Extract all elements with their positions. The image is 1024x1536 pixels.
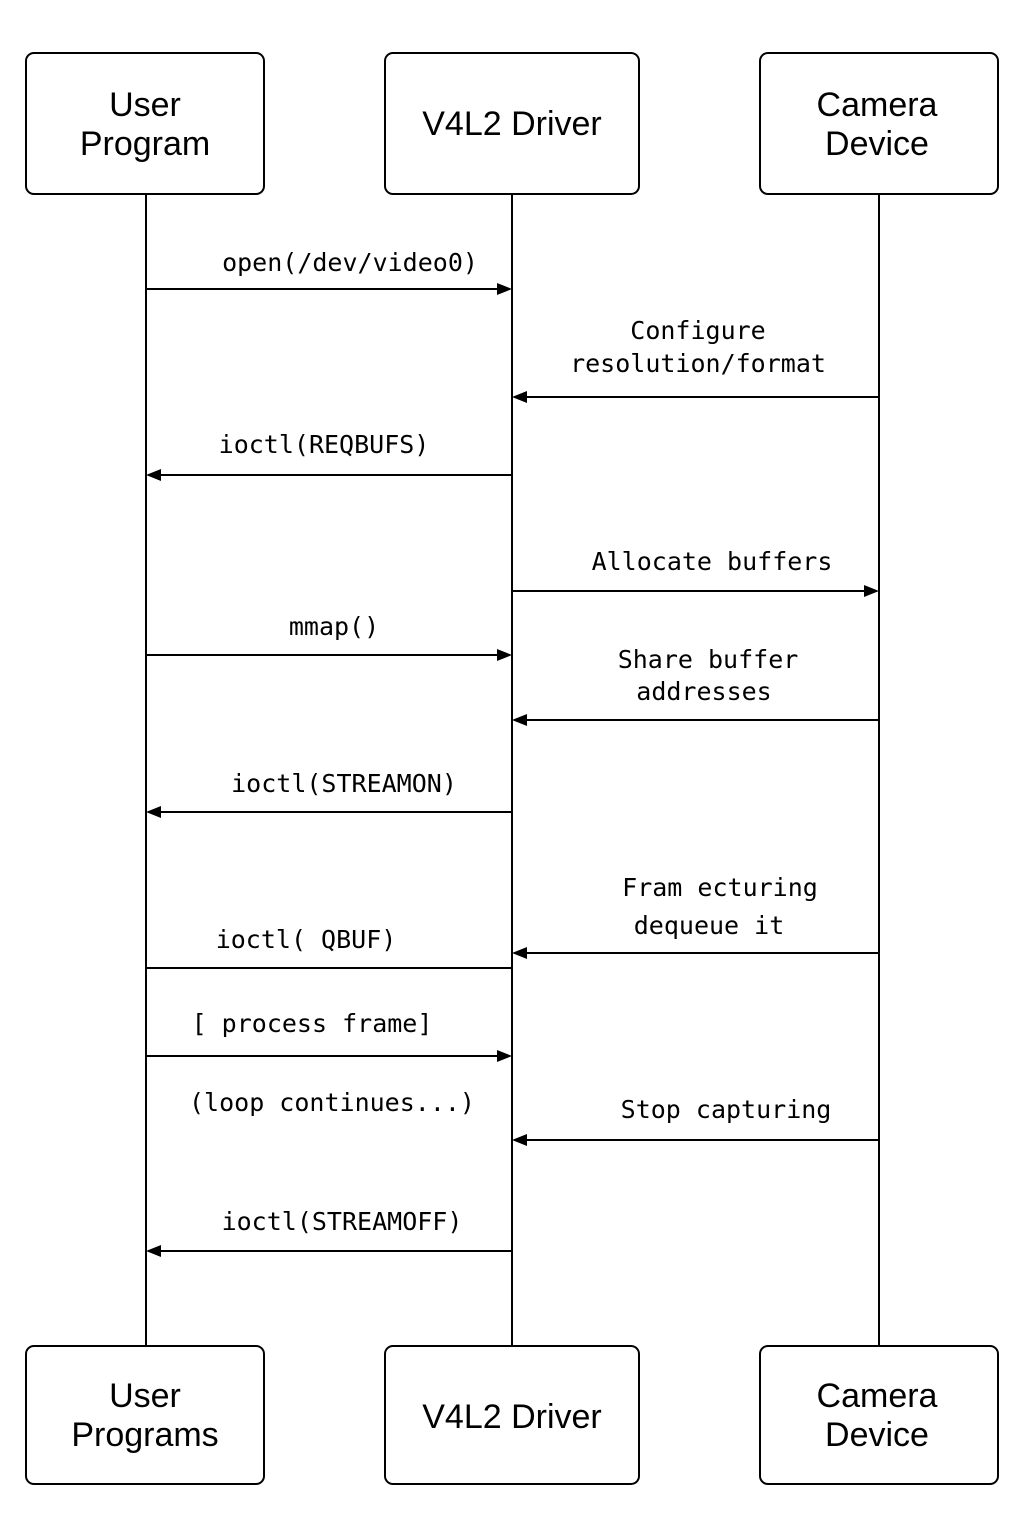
arrowhead-left xyxy=(512,714,527,726)
arrowhead-left xyxy=(146,806,161,818)
participant-v4l2-driver-bottom: V4L2 Driver xyxy=(384,1345,640,1485)
message-label: open(/dev/video0) xyxy=(222,248,478,277)
message-label: [ process frame] xyxy=(192,1009,433,1038)
participant-label: Camera xyxy=(817,1377,938,1415)
message-label: addresses xyxy=(636,677,771,706)
arrowhead-right xyxy=(497,283,512,295)
message-label: ioctl( QBUF) xyxy=(216,925,397,954)
arrowhead-right xyxy=(864,585,879,597)
participant-camera-device-bottom: Camera Device xyxy=(759,1345,999,1485)
message-label: mmap() xyxy=(289,612,379,641)
message-open: open(/dev/video0) xyxy=(146,248,512,295)
arrowhead-left xyxy=(146,469,161,481)
message-label: resolution/format xyxy=(570,349,826,378)
message-streamon: ioctl(STREAMON) xyxy=(146,769,512,818)
arrowhead-right xyxy=(497,649,512,661)
participant-v4l2-driver-top: V4L2 Driver xyxy=(384,52,640,195)
participant-label: Device xyxy=(825,125,929,163)
participant-label: Programs xyxy=(71,1416,218,1454)
message-allocate: Allocate buffers xyxy=(512,547,879,597)
message-label: Configure xyxy=(630,316,765,345)
message-mmap: mmap() xyxy=(146,612,512,661)
message-label: ioctl(STREAMON) xyxy=(231,769,457,798)
arrowhead-left xyxy=(512,947,527,959)
arrowhead-left xyxy=(146,1245,161,1257)
participant-label: V4L2 Driver xyxy=(422,105,602,143)
message-label: Share buffer xyxy=(618,645,799,674)
participant-label: V4L2 Driver xyxy=(422,1398,602,1436)
message-stop: Stop capturing xyxy=(512,1095,879,1146)
participant-label: Device xyxy=(825,1416,929,1454)
arrowhead-left xyxy=(512,1134,527,1146)
message-label: Fram ecturing xyxy=(622,873,818,902)
message-frame: Fram ecturing dequeue it xyxy=(512,873,879,959)
participant-camera-device-top: Camera Device xyxy=(759,52,999,195)
participant-label: Program xyxy=(80,125,210,163)
arrowhead-left xyxy=(512,391,527,403)
loop-note: (loop continues...) xyxy=(189,1088,475,1117)
message-label: ioctl(STREAMOFF) xyxy=(222,1207,463,1236)
message-label: Allocate buffers xyxy=(592,547,833,576)
participant-label: Camera xyxy=(817,86,938,124)
message-share: Share buffer addresses xyxy=(512,645,879,726)
message-label: Stop capturing xyxy=(621,1095,832,1124)
message-label: ioctl(REQBUFS) xyxy=(219,430,430,459)
message-reqbufs: ioctl(REQBUFS) xyxy=(146,430,512,481)
participant-label: User xyxy=(109,86,181,124)
message-process-frame: [ process frame] xyxy=(146,1009,512,1062)
participant-user-programs-bottom: User Programs xyxy=(25,1345,265,1485)
message-configure: Configure resolution/format xyxy=(512,316,879,403)
message-label: dequeue it xyxy=(634,911,785,940)
message-qbuf: ioctl( QBUF) xyxy=(146,925,512,969)
participant-user-program-top: User Program xyxy=(25,52,265,195)
message-streamoff: ioctl(STREAMOFF) xyxy=(146,1207,512,1257)
arrowhead-right xyxy=(497,1050,512,1062)
participant-label: User xyxy=(109,1377,181,1415)
